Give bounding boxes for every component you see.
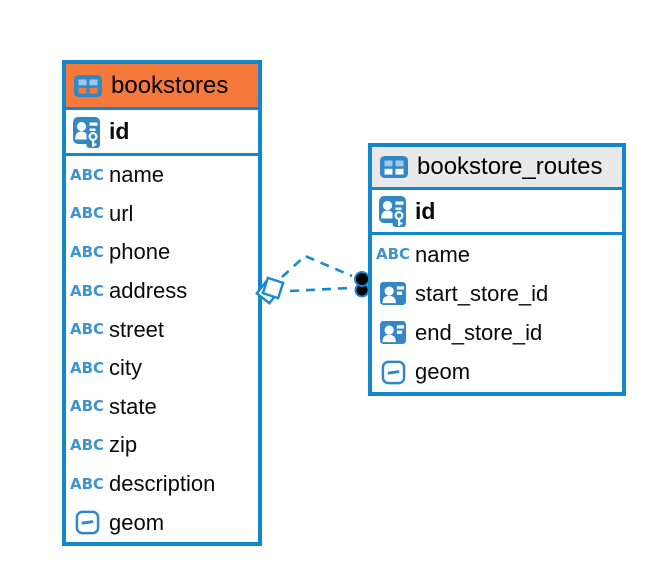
column-name: end_store_id [415,319,543,345]
column-row[interactable]: ABC city [66,349,258,388]
foreign-key-icon [379,320,407,345]
column-row[interactable]: ABC phone [66,233,258,272]
column-name: name [109,162,165,188]
column-name: street [109,316,165,342]
column-row-id[interactable]: id [372,190,622,235]
table-bookstores[interactable]: bookstores id ABC name ABC url ABC phone… [62,60,262,546]
table-title: bookstores [111,71,229,99]
table-header[interactable]: bookstores [66,64,258,110]
relationship-line-upper[interactable] [281,254,353,278]
table-title: bookstore_routes [417,153,603,180]
table-icon [73,74,103,98]
column-name: zip [109,432,138,458]
column-name: geom [415,359,471,385]
column-row[interactable]: geom [372,353,622,392]
column-name: url [109,200,134,226]
relationship-diamond-marker [255,276,285,305]
column-name: start_store_id [415,280,549,306]
foreign-key-icon [379,281,407,306]
relationship-dot-markers [354,271,370,298]
column-name: name [415,241,471,267]
primary-key-icon [72,116,102,148]
column-row[interactable]: ABC state [66,388,258,427]
column-row[interactable]: end_store_id [372,313,622,352]
text-type-icon: ABC [69,204,105,223]
column-name: id [415,197,436,224]
text-type-icon: ABC [69,397,105,416]
column-name: phone [109,239,171,265]
column-name: city [109,355,142,381]
column-row[interactable]: geom [66,503,258,542]
column-name: address [109,278,188,304]
table-bookstore-routes[interactable]: bookstore_routes id ABC name start_store… [368,143,626,396]
table-icon [379,155,409,179]
text-type-icon: ABC [69,320,105,339]
column-name: description [109,471,216,497]
text-type-icon: ABC [375,245,411,264]
text-type-icon: ABC [69,165,105,184]
text-type-icon: ABC [69,242,105,261]
text-type-icon: ABC [69,281,105,300]
geometry-type-icon [75,510,100,535]
column-row[interactable]: ABC address [66,272,258,311]
column-name: geom [109,509,165,535]
column-row[interactable]: ABC zip [66,426,258,465]
column-row[interactable]: ABC name [66,156,258,195]
column-name: state [109,393,157,419]
text-type-icon: ABC [69,358,105,377]
relationship-line-lower[interactable] [289,286,351,293]
table-header[interactable]: bookstore_routes [372,147,622,190]
text-type-icon: ABC [69,435,105,454]
column-row[interactable]: ABC name [372,235,622,274]
column-row-id[interactable]: id [66,110,258,156]
column-row[interactable]: ABC description [66,465,258,504]
primary-key-icon [378,195,408,227]
column-name: id [109,118,130,144]
column-row[interactable]: start_store_id [372,274,622,313]
column-row[interactable]: ABC url [66,195,258,234]
relationship-link[interactable] [252,244,378,306]
geometry-type-icon [381,360,406,385]
text-type-icon: ABC [69,474,105,493]
column-row[interactable]: ABC street [66,310,258,349]
